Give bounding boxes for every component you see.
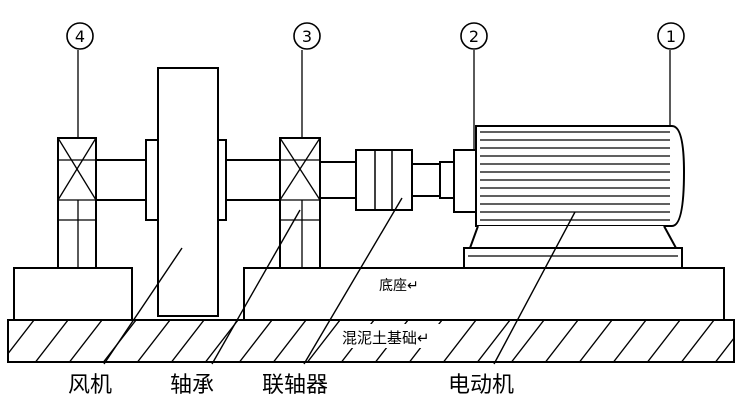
svg-text:3: 3 (302, 27, 312, 46)
marker-3: 3 (293, 22, 321, 50)
base-label: 底座↵ (379, 278, 419, 294)
label-motor: 电动机 (448, 373, 514, 398)
fan-impeller (145, 67, 227, 317)
bearing-left (57, 50, 97, 269)
base-platform-right: 底座↵ (243, 267, 725, 321)
leader-lines (103, 197, 576, 365)
svg-text:2: 2 (469, 27, 479, 46)
label-coupling: 联轴器 (262, 373, 328, 398)
electric-motor (439, 50, 686, 269)
label-bearing: 轴承 (170, 373, 214, 398)
concrete-foundation: 混泥土基础↵ (7, 319, 735, 363)
marker-4: 4 (66, 22, 94, 50)
label-fan: 风机 (68, 373, 112, 398)
bearing-middle (279, 50, 321, 269)
svg-text:4: 4 (75, 27, 85, 46)
bottom-labels: 风机 轴承 联轴器 电动机 (68, 373, 514, 398)
marker-2: 2 (460, 22, 488, 50)
foundation-label: 混泥土基础↵ (342, 329, 430, 347)
base-platform-left (13, 267, 133, 321)
svg-text:1: 1 (666, 27, 676, 46)
marker-1: 1 (657, 22, 685, 50)
coupling (355, 149, 413, 211)
